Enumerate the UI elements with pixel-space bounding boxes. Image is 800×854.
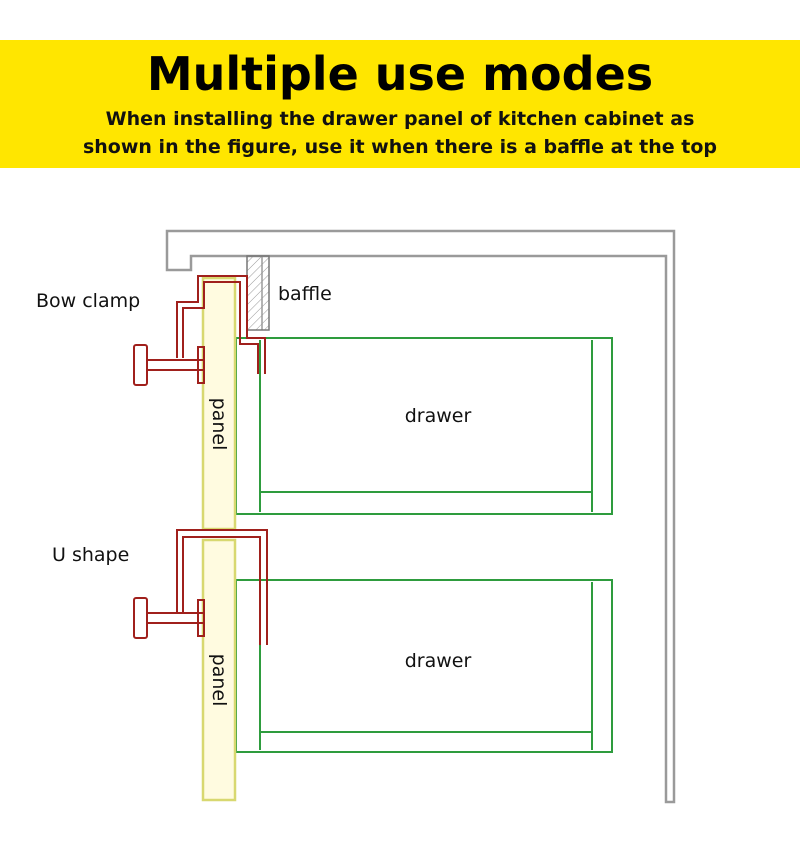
panel-bottom bbox=[201, 538, 237, 802]
label-bow-clamp: Bow clamp bbox=[36, 290, 140, 312]
u-shape-clamp bbox=[133, 529, 268, 645]
bow-clamp bbox=[133, 275, 266, 386]
subtitle-line-1: When installing the drawer panel of kitc… bbox=[105, 108, 695, 130]
label-drawer-top: drawer bbox=[405, 405, 472, 427]
label-u-shape: U shape bbox=[52, 544, 129, 566]
label-panel-bottom: panel bbox=[208, 654, 230, 707]
cabinet-outline bbox=[165, 229, 676, 804]
label-baffle: baffle bbox=[278, 283, 332, 305]
page-title: Multiple use modes bbox=[146, 47, 654, 101]
baffle bbox=[246, 255, 270, 331]
subtitle-line-2: shown in the figure, use it when there i… bbox=[82, 136, 718, 158]
label-panel-top: panel bbox=[208, 398, 230, 451]
title-banner: Multiple use modes When installing the d… bbox=[0, 40, 800, 168]
label-drawer-bottom: drawer bbox=[405, 650, 472, 672]
